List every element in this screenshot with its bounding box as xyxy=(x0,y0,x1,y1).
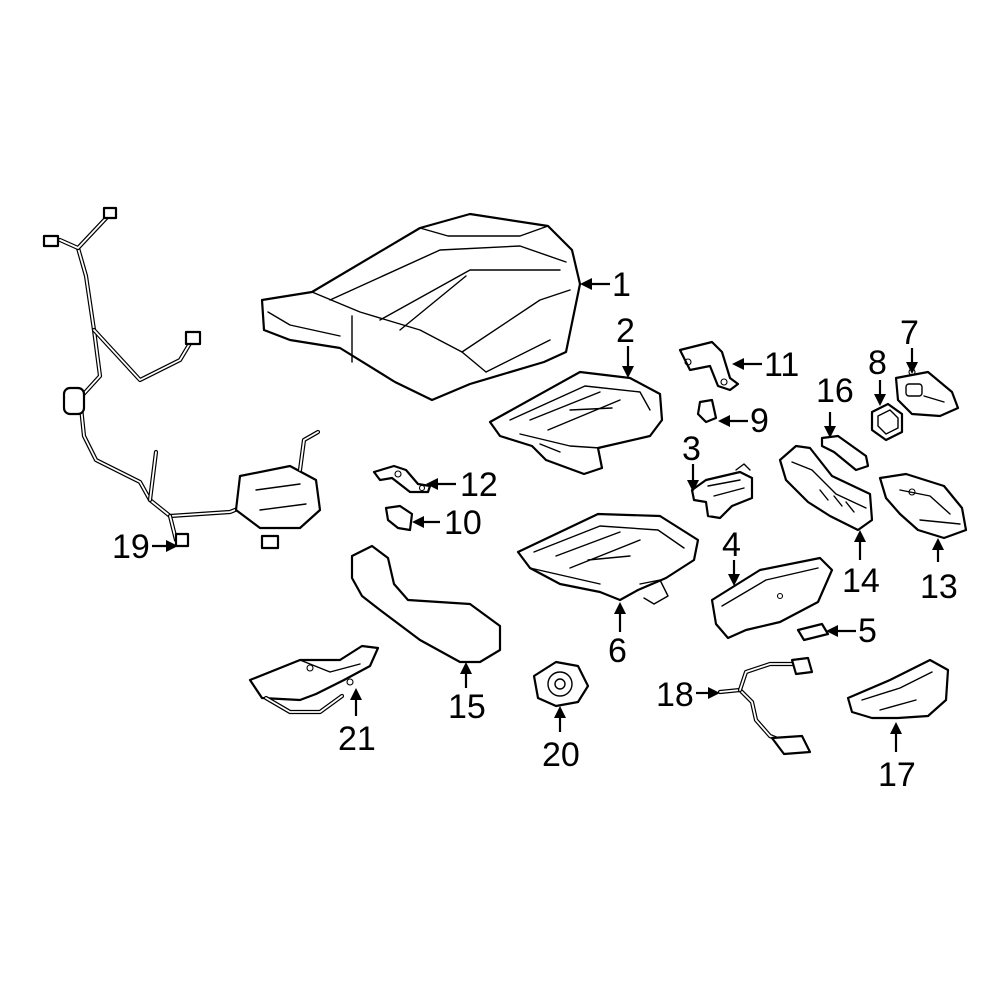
part-14-track-rail[interactable] xyxy=(778,444,874,532)
callout-21[interactable]: 21 xyxy=(338,688,376,758)
callout-label-21: 21 xyxy=(338,720,376,758)
callout-label-3: 3 xyxy=(682,430,701,468)
part-11-bracket[interactable] xyxy=(678,340,740,392)
callout-18[interactable]: 18 xyxy=(656,676,720,714)
part-15-side-trim[interactable] xyxy=(350,544,502,664)
part-12-bracket[interactable] xyxy=(372,464,432,494)
callout-13[interactable]: 13 xyxy=(920,538,958,606)
callout-label-20: 20 xyxy=(542,736,580,774)
callout-label-4: 4 xyxy=(722,526,741,564)
part-4-side-panel[interactable] xyxy=(710,556,834,640)
part-2-cushion-frame[interactable] xyxy=(488,370,664,476)
part-5-clip[interactable] xyxy=(796,622,830,642)
callout-label-11: 11 xyxy=(764,346,799,384)
callout-label-12: 12 xyxy=(460,466,498,504)
callout-17[interactable]: 17 xyxy=(878,722,916,794)
callout-label-6: 6 xyxy=(608,632,627,670)
callout-label-10: 10 xyxy=(444,504,482,542)
callout-8[interactable]: 8 xyxy=(868,344,887,406)
callout-5[interactable]: 5 xyxy=(826,612,877,650)
callout-6[interactable]: 6 xyxy=(608,602,627,670)
callout-19[interactable]: 19 xyxy=(112,528,178,566)
part-20-sensor[interactable] xyxy=(532,660,590,708)
callout-label-5: 5 xyxy=(858,612,877,650)
part-18-harness[interactable] xyxy=(717,656,814,756)
callout-label-16: 16 xyxy=(816,372,854,410)
callout-4[interactable]: 4 xyxy=(722,526,741,586)
part-8-knob[interactable] xyxy=(870,402,904,442)
callout-20[interactable]: 20 xyxy=(542,706,580,774)
callout-1[interactable]: 1 xyxy=(580,266,631,304)
part-9-connector[interactable] xyxy=(696,398,718,424)
callout-label-19: 19 xyxy=(112,528,150,566)
part-16-bracket[interactable] xyxy=(820,434,870,472)
part-7-seat-switch[interactable] xyxy=(894,368,960,418)
part-13-side-cover[interactable] xyxy=(878,472,968,540)
callout-label-14: 14 xyxy=(842,562,880,600)
part-19-wiring-harness[interactable] xyxy=(42,206,322,550)
callout-label-15: 15 xyxy=(448,688,486,726)
callout-9[interactable]: 9 xyxy=(718,402,769,440)
callout-3[interactable]: 3 xyxy=(682,430,701,492)
callout-label-7: 7 xyxy=(900,314,919,352)
callout-12[interactable]: 12 xyxy=(426,466,498,504)
callout-label-9: 9 xyxy=(750,402,769,440)
part-6-seat-pan[interactable] xyxy=(516,512,700,605)
callout-14[interactable]: 14 xyxy=(842,530,880,600)
callout-label-18: 18 xyxy=(656,676,694,714)
callout-2[interactable]: 2 xyxy=(616,312,635,378)
callout-label-17: 17 xyxy=(878,756,916,794)
callout-15[interactable]: 15 xyxy=(448,662,486,726)
callout-label-2: 2 xyxy=(616,312,635,350)
part-3-bracket[interactable] xyxy=(690,463,754,520)
part-10-bracket[interactable] xyxy=(384,504,414,532)
part-17-adjuster[interactable] xyxy=(846,658,950,720)
callout-11[interactable]: 11 xyxy=(732,346,799,384)
callout-7[interactable]: 7 xyxy=(900,314,919,374)
part-21-lower-bracket[interactable] xyxy=(248,644,380,715)
callout-label-8: 8 xyxy=(868,344,887,382)
part-1-seat-cushion[interactable] xyxy=(260,212,582,402)
callout-16[interactable]: 16 xyxy=(816,372,854,438)
callout-label-13: 13 xyxy=(920,568,958,606)
callout-label-1: 1 xyxy=(612,266,631,304)
callout-10[interactable]: 10 xyxy=(412,504,482,542)
